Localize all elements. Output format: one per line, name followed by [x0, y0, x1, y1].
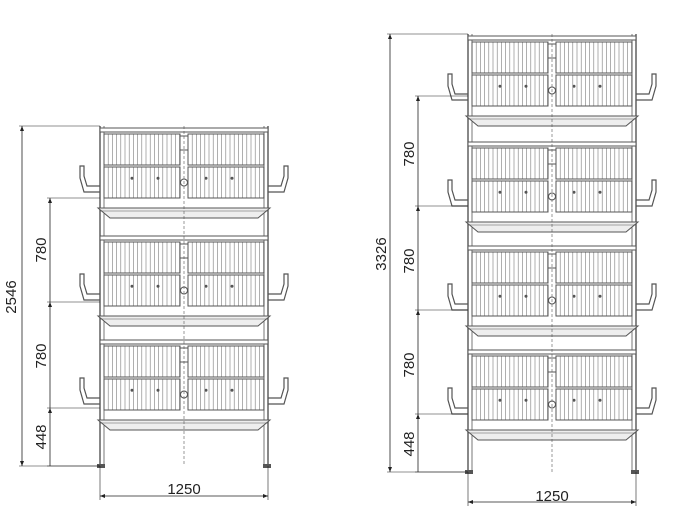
right-foot [631, 470, 639, 474]
right-width-label: 1250 [535, 488, 568, 505]
feeder-hook [79, 273, 100, 301]
mesh-panel [471, 355, 549, 388]
mesh-panel [471, 41, 549, 74]
mesh-panel [187, 345, 265, 378]
mesh-panel [187, 378, 265, 411]
left-total-height-label: 2546 [3, 280, 20, 313]
mesh-panel [187, 241, 265, 274]
door-latch [179, 347, 189, 363]
feeder-hook [268, 165, 289, 193]
feeder-hook [268, 273, 289, 301]
feeder-hook [447, 387, 468, 415]
mesh-panel [103, 133, 181, 166]
feeder-hook [447, 283, 468, 311]
mesh-panel [471, 74, 549, 107]
three-tier-cage-unit [19, 125, 289, 500]
left-foot [97, 464, 105, 468]
right-tier-spacing-label-1: 780 [401, 141, 418, 166]
mesh-panel [555, 251, 633, 284]
mesh-panel [103, 166, 181, 199]
mesh-panel [471, 251, 549, 284]
mesh-panel [187, 274, 265, 307]
mesh-panel [555, 180, 633, 213]
mesh-panel [555, 388, 633, 421]
mesh-panel [555, 41, 633, 74]
feeder-hook [79, 165, 100, 193]
right-tier-spacing-label-2: 780 [401, 248, 418, 273]
right-base-height-label: 448 [401, 431, 418, 456]
left-tier-spacing-label-1: 780 [33, 237, 50, 262]
mesh-panel [103, 345, 181, 378]
mesh-panel [555, 284, 633, 317]
manure-tray [464, 221, 640, 233]
mesh-panel [471, 388, 549, 421]
feeder-hook [447, 73, 468, 101]
mesh-panel [471, 147, 549, 180]
left-width-label: 1250 [167, 481, 200, 498]
manure-tray [96, 419, 272, 431]
mesh-panel [555, 147, 633, 180]
feeder-hook [636, 179, 657, 207]
feeder-hook [268, 377, 289, 405]
feeder-hook [636, 73, 657, 101]
feeder-hook [636, 283, 657, 311]
dimension-lines [19, 125, 269, 500]
dimension-lines [387, 33, 637, 506]
mesh-panel [555, 74, 633, 107]
left-tier-spacing-label-2: 780 [33, 343, 50, 368]
right-total-height-label: 3326 [373, 237, 390, 270]
feeder-hook [636, 387, 657, 415]
mesh-panel [471, 284, 549, 317]
feeder-hook [447, 179, 468, 207]
feeder-hook [79, 377, 100, 405]
mesh-panel [103, 378, 181, 411]
four-tier-cage-unit [387, 33, 657, 506]
mesh-panel [103, 274, 181, 307]
mesh-panel [187, 166, 265, 199]
mesh-panel [187, 133, 265, 166]
left-base-height-label: 448 [33, 424, 50, 449]
mesh-panel [555, 355, 633, 388]
left-foot [465, 470, 473, 474]
right-foot [263, 464, 271, 468]
mesh-panel [103, 241, 181, 274]
right-tier-spacing-label-3: 780 [401, 352, 418, 377]
mesh-panel [471, 180, 549, 213]
